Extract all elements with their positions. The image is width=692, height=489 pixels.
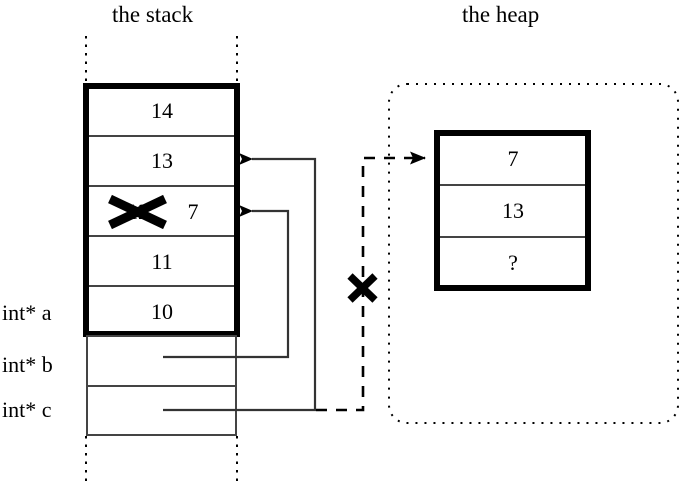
pointer-arrow-b-to-stack — [163, 205, 290, 359]
cancelled-pointer-x-icon — [347, 273, 378, 303]
variable-label-a: int* a — [2, 300, 52, 325]
stack-cell-value-4: 10 — [151, 299, 173, 324]
stack-cell-value-0: 14 — [151, 98, 173, 123]
stack-cell-value-3: 11 — [151, 249, 173, 274]
heap-block-box — [434, 130, 591, 291]
stack-cell-value-2-struck: 12 — [127, 199, 149, 224]
variable-label-b: int* b — [2, 352, 53, 377]
heap-cell-value-1: 13 — [502, 198, 524, 223]
stack-cell-value-1: 13 — [151, 148, 173, 173]
struck-out-x-icon — [108, 194, 167, 230]
heap-title: the heap — [462, 2, 540, 27]
stack-frame-box — [83, 83, 240, 337]
stack-pointer-cells — [86, 335, 237, 436]
stack-cell-value-2-updated: 7 — [187, 199, 199, 224]
pointer-arrow-c-to-stack — [163, 153, 317, 412]
heap-region-boundary — [388, 83, 679, 424]
dangling-pointer-dashed-arrow — [316, 151, 426, 412]
heap-cell-value-2: ? — [508, 250, 518, 275]
stack-title: the stack — [112, 2, 194, 27]
variable-label-c: int* c — [2, 397, 52, 422]
heap-cell-value-0: 7 — [507, 146, 519, 171]
